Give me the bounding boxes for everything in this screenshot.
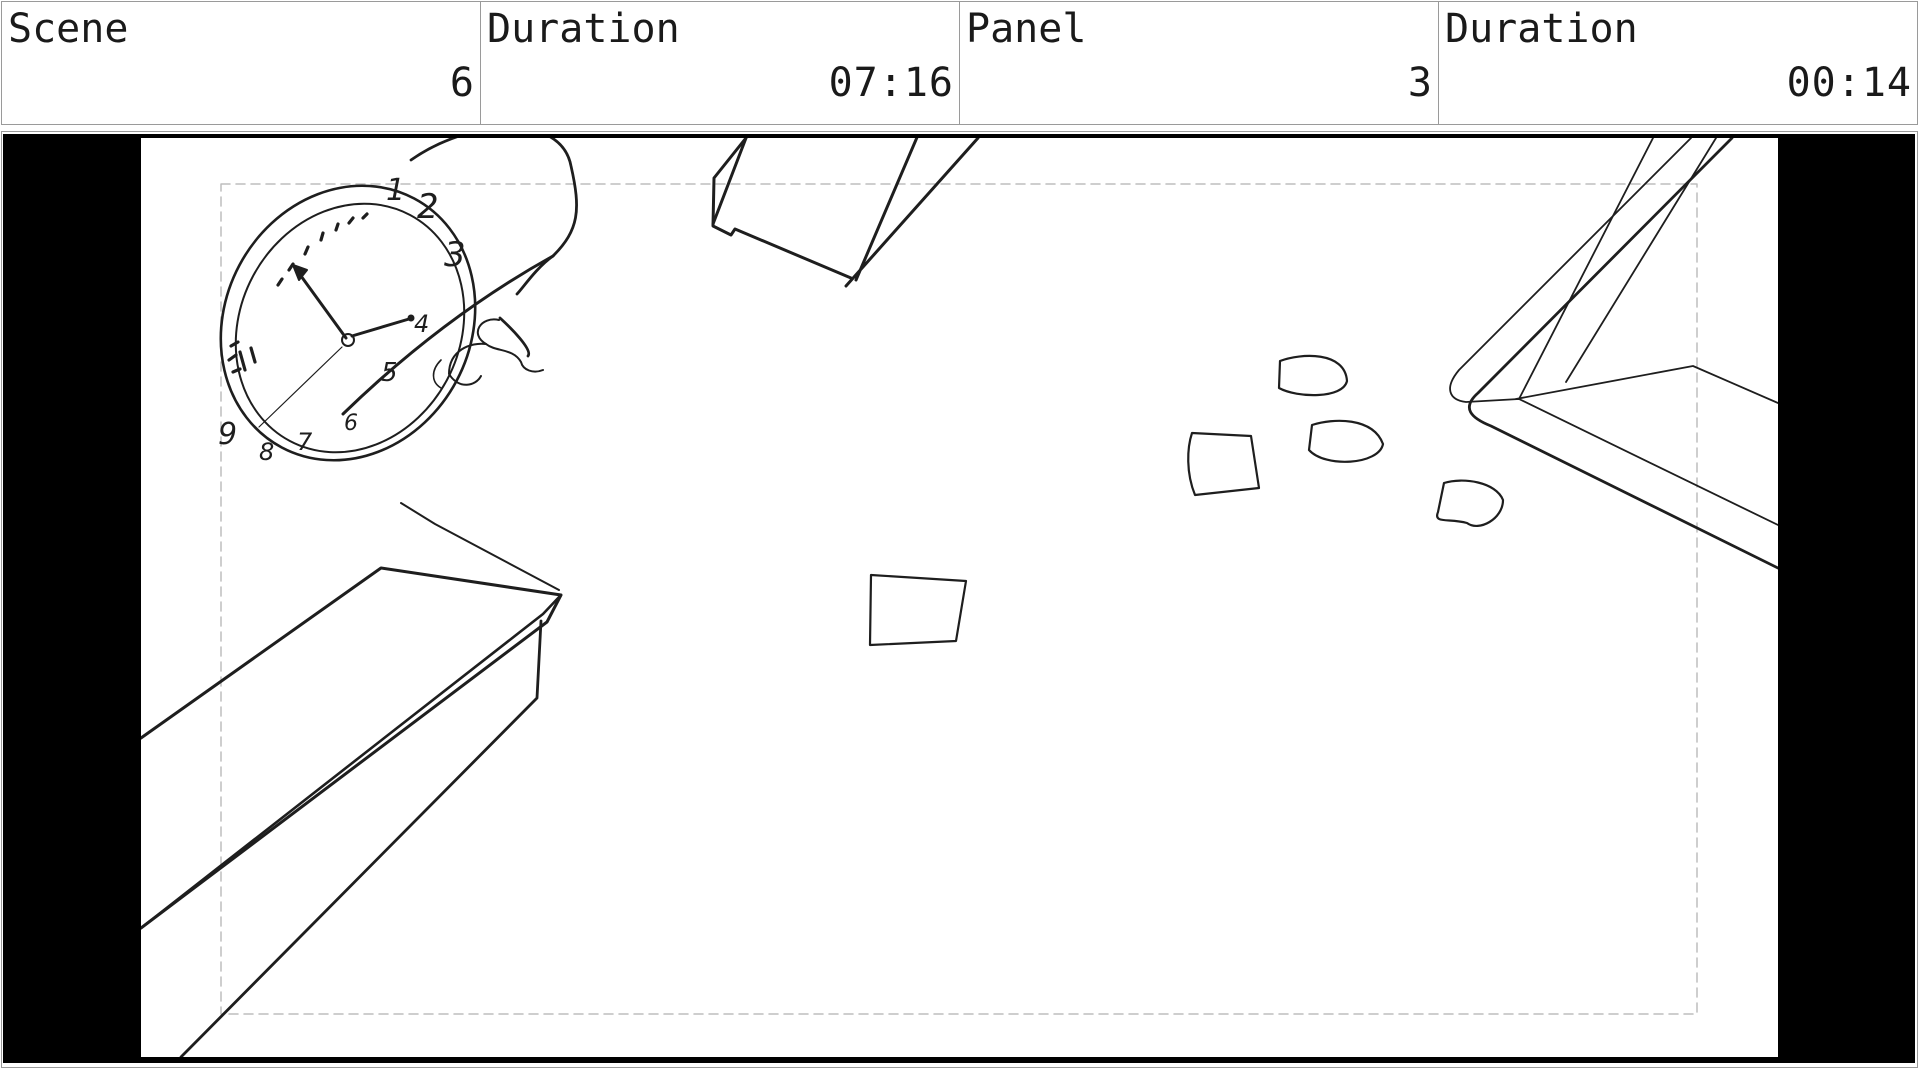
- scene-duration-value: 07:16: [828, 60, 954, 106]
- clock-numerals: 1 2 3 4 5 6 7 8 9: [218, 173, 466, 466]
- clock-hour-hand: [299, 274, 348, 340]
- paper-sheet: [1307, 419, 1385, 463]
- clock-minute-hand: [350, 317, 411, 338]
- scene-label: Scene: [8, 6, 129, 52]
- clock-numeral-9: 9: [218, 417, 237, 452]
- shelf: [141, 502, 563, 1057]
- panel-label: Panel: [966, 6, 1087, 52]
- clock-numeral-3: 3: [444, 235, 466, 275]
- clock-numeral-8: 8: [259, 438, 274, 466]
- clock-face: [234, 202, 466, 454]
- panel-value: 3: [1407, 60, 1433, 106]
- paper-sheet: [868, 573, 968, 647]
- clock-numeral-2: 2: [417, 187, 439, 227]
- clock-minute-hand-tip: [407, 314, 415, 322]
- scene-duration-label: Duration: [487, 6, 680, 52]
- scene-cell: Scene 6: [2, 2, 481, 124]
- safe-area-guide: [220, 183, 1698, 1015]
- clock-hour-hand-tip: [292, 264, 308, 281]
- wall-clock: 1 2 3 4 5 6 7 8 9: [218, 173, 477, 466]
- clock-numeral-1: 1: [386, 173, 405, 208]
- panel-duration-cell: Duration 00:14: [1439, 2, 1917, 124]
- clock-second-hand: [258, 346, 343, 428]
- doorway: [1449, 138, 1778, 570]
- sketch-drawing: 1 2 3 4 5 6 7 8 9: [141, 138, 1778, 1057]
- clock-rim: [219, 184, 477, 462]
- storyboard-header: Scene 6 Duration 07:16 Panel 3 Duration …: [1, 1, 1918, 125]
- scattered-papers: [868, 354, 1505, 647]
- paper-sheet: [1277, 354, 1349, 397]
- clock-numeral-4: 4: [414, 310, 429, 338]
- desk-lamp: [341, 138, 578, 416]
- paper-sheet: [1187, 431, 1261, 497]
- ceiling-block: [711, 138, 980, 288]
- storyboard-panel: 1 2 3 4 5 6 7 8 9: [141, 138, 1778, 1057]
- panel-duration-value: 00:14: [1786, 60, 1912, 106]
- clock-ticks: [227, 212, 369, 374]
- clock-numeral-7: 7: [297, 428, 313, 456]
- scene-duration-cell: Duration 07:16: [481, 2, 960, 124]
- scene-value: 6: [449, 60, 475, 106]
- paper-sheet: [1436, 479, 1505, 527]
- clock-center-pin: [341, 333, 355, 347]
- panel-duration-label: Duration: [1445, 6, 1638, 52]
- clock-numeral-6: 6: [344, 411, 358, 436]
- panel-cell: Panel 3: [960, 2, 1439, 124]
